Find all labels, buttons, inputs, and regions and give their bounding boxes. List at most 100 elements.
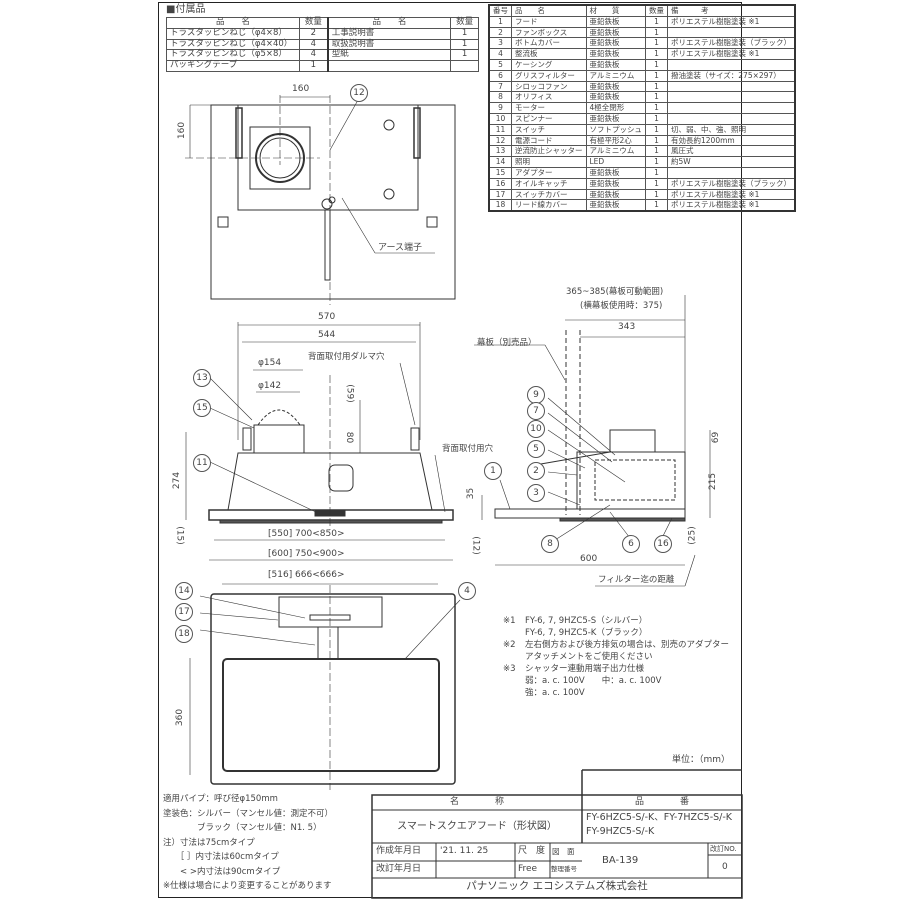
header-cell: 品 名 [326, 17, 452, 29]
balloon-4: 4 [458, 582, 476, 600]
part-number-line2: FY-9HZC5-S/-K [586, 826, 655, 837]
note-line: ［ ］内寸法は60cmタイプ [163, 852, 279, 862]
balloon-7: 7 [527, 402, 545, 420]
accessories-title: ■付属品 [166, 4, 206, 15]
balloon-14: 14 [175, 582, 193, 600]
dim-360: 360 [175, 708, 186, 727]
dim-bottom-width: [516] 666<666> [268, 570, 345, 580]
header-cell: 数量 [450, 17, 479, 29]
dim-160-h: 160 [292, 84, 310, 94]
company-name: パナソニック エコシステムズ株式会社 [466, 880, 648, 892]
dim-width-outer: [600] 750<900> [268, 549, 345, 559]
balloon-18: 18 [175, 625, 193, 643]
dim-15: (15) [174, 526, 185, 545]
dim-215: 215 [708, 472, 719, 491]
revised-label: 改訂年月日 [376, 864, 422, 874]
dim-80: 80 [344, 431, 355, 444]
balloon-1: 1 [484, 462, 502, 480]
unit-label: 単位：（mm） [672, 755, 731, 765]
dim-phi142: φ142 [258, 381, 282, 391]
dim-570: 570 [318, 312, 336, 322]
note-line: アタッチメントをご使用ください [525, 652, 653, 662]
note-line: ブラック（マンセル値：N1. 5） [163, 823, 322, 833]
note-line: FY-6, 7, 9HZC5-K（ブラック） [525, 628, 648, 638]
part-header: 品 番 [634, 797, 689, 807]
balloon-5: 5 [527, 440, 545, 458]
dim-343: 343 [618, 322, 636, 332]
general-notes: 適用パイプ：呼び径φ150mm 塗装色：シルバー（マンセル値：測定不可） ブラック… [163, 792, 333, 894]
balloon-8: 8 [541, 535, 559, 553]
balloon-17: 17 [175, 603, 193, 621]
note-line: 塗装色：シルバー（マンセル値：測定不可） [163, 808, 334, 819]
note-line: 強：a. c. 100V [525, 688, 585, 698]
balloon-15: 15 [193, 399, 211, 417]
dim-range-note: (横幕板使用時：375) [580, 301, 663, 311]
created-label: 作成年月日 [376, 846, 422, 856]
dim-59: (59) [344, 384, 355, 403]
dim-width-inner: [550] 700<850> [268, 529, 345, 539]
balloon-6: 6 [622, 535, 640, 553]
balloon-9: 9 [527, 386, 545, 404]
dim-phi154: φ154 [258, 358, 282, 368]
revision-number: 0 [722, 862, 728, 872]
dim-160-v: 160 [177, 121, 188, 140]
drawing-label2: 整理番号 [551, 865, 577, 873]
daruma-hole-label: 背面取付用ダルマ穴 [308, 352, 385, 362]
dim-544: 544 [318, 330, 336, 340]
header-cell: 品 名 [166, 17, 300, 29]
created-date: '21. 11. 25 [440, 846, 489, 856]
revision-label: 改訂NO. [710, 845, 737, 853]
balloon-3: 3 [527, 484, 545, 502]
dim-69: 69 [711, 431, 722, 444]
dim-range: 365~385(幕板可動範囲) [566, 287, 664, 297]
balloon-12: 12 [350, 84, 368, 102]
drawing-label: 図 面 [552, 847, 575, 856]
dim-274: 274 [172, 471, 183, 490]
part-number-line1: FY-6HZC5-S/-K、FY-7HZC5-S/-K [586, 812, 733, 823]
note-line: < >内寸法は90cmタイプ [163, 866, 281, 877]
filter-distance-label: フィルター迄の距離 [598, 575, 675, 585]
back-hole-label: 背面取付用穴 [442, 444, 494, 454]
scale-value: Free [518, 864, 538, 874]
balloon-16: 16 [654, 535, 672, 553]
note-line: ※仕様は場合により変更することがあります [163, 881, 332, 891]
note-line: 適用パイプ：呼び径φ150mm [163, 794, 278, 804]
balloon-2: 2 [527, 462, 545, 480]
earth-terminal-label: アース端子 [378, 243, 423, 253]
dim-600: 600 [580, 554, 598, 564]
note-line: 注）寸法は75cmタイプ [163, 837, 255, 848]
balloon-11: 11 [193, 454, 211, 472]
drawing-number: BA-139 [602, 855, 639, 866]
note-line: 弱：a. c. 100V 中：a. c. 100V [525, 676, 662, 686]
header-cell: 数量 [298, 17, 329, 29]
balloon-13: 13 [193, 369, 211, 387]
dim-35: 35 [466, 487, 477, 500]
scale-label: 尺 度 [518, 846, 546, 856]
dim-12: (12) [470, 536, 481, 555]
balloon-10: 10 [527, 420, 545, 438]
